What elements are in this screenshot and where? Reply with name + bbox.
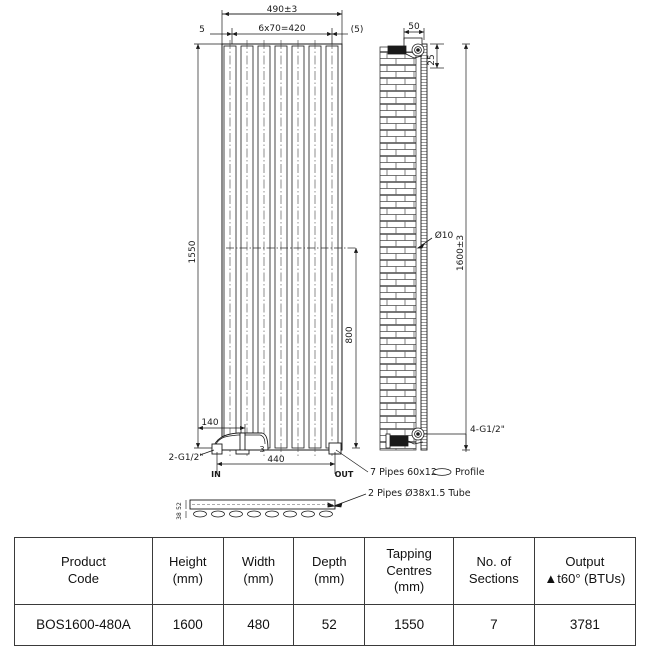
dim-overall-width [221,10,343,46]
cell-width: 480 [222,604,295,646]
dim-bottom-span [216,452,336,474]
dim-label-hole: Ø10 [435,230,454,241]
header-tapping-l2: Centres [386,562,432,578]
leader-profile-note [335,449,369,473]
header-product-code-l1: Product [61,554,106,570]
dim-tapping-centres [194,43,224,449]
cell-tapping-centres: 1550 [364,604,454,646]
header-product-code-l2: Code [67,571,99,586]
header-output-l2: ▲t60° (BTUs) [544,571,626,586]
dim-lower-height [352,248,360,449]
header-depth: Depth (mm) [293,537,366,605]
dim-depth-offset [403,28,425,40]
plan-leader-arrow [327,502,336,508]
bottom-manifold [211,432,269,455]
dim-label-depth-offset: 50 [408,22,420,32]
label-valve-right: 4-G1/2" [470,425,505,435]
header-width-l1: Width [241,554,276,570]
table-header-row: Product Code Height (mm) Width (mm) Dept… [14,537,637,605]
dim-label-lower-height: 800 [345,326,355,343]
front-view-group: 490±3 6x70=420 5 (5) [169,5,364,479]
dim-label-top-offset: 25 [427,54,437,65]
leader-valve-right [424,433,467,452]
header-depth-l2: (mm) [314,571,345,586]
dim-label-pitch: 6x70=420 [258,24,305,34]
top-bracket-assembly [387,37,425,59]
side-view-group: 50 25 Ø10 [379,22,505,452]
spec-table-container: Product Code Height (mm) Width (mm) Dept… [14,537,637,646]
dim-bottom-offset [198,424,246,436]
dim-label-plan-a: 52 [176,502,183,510]
dim-label-tapping-centres: 1550 [188,240,198,263]
header-height: Height (mm) [151,537,224,605]
dim-top-offset [430,43,444,69]
plan-view-group: 52 38 [176,499,336,520]
header-product-code: Product Code [14,537,153,605]
header-output-l1: Output [565,554,605,570]
dim-label-plan-b: 38 [176,512,183,520]
leader-hole [416,237,433,249]
plan-oval-row [193,510,333,518]
product-spec-table: Product Code Height (mm) Width (mm) Dept… [14,537,637,646]
cell-output: 3781 [533,604,637,646]
header-tapping-l3: (mm) [393,579,425,595]
cell-product-code: BOS1600-480A [14,604,153,646]
header-width: Width (mm) [222,537,295,605]
leader-tube-note [333,493,367,508]
dim-label-overall-height: 1600±3 [456,235,466,271]
header-depth-l1: Depth [311,554,347,570]
cell-depth: 52 [293,604,366,646]
dim-label-small-bracket: 3 [259,445,264,454]
header-sections-l1: No. of [476,554,512,570]
drawing-canvas: 490±3 6x70=420 5 (5) [169,5,505,520]
header-output: Output ▲t60° (BTUs) [533,537,637,605]
table-row: BOS1600-480A 1600 480 52 1550 7 3781 [14,604,637,646]
header-sections: No. of Sections [453,537,535,605]
header-height-l1: Height [168,554,207,570]
dim-label-left-edge: 5 [199,25,205,35]
dim-label-bottom-span: 440 [267,455,284,465]
dim-label-bottom-offset: 140 [201,418,218,428]
header-tapping-l1: Tapping [386,546,432,562]
radiator-technical-drawing: 490±3 6x70=420 5 (5) [169,5,505,520]
cell-height: 1600 [151,604,224,646]
note-profile: 7 Pipes 60x12 [370,467,437,478]
header-width-l2: (mm) [243,571,274,586]
cell-sections: 7 [453,604,535,646]
dim-label-right-edge: (5) [351,25,364,35]
note-tube: 2 Pipes Ø38x1.5 Tube [368,488,471,499]
dim-label-overall-width: 490±3 [267,5,297,15]
label-inlet: IN [211,470,221,479]
brick-wall [379,46,417,451]
label-valve-left: 2-G1/2" [169,453,204,463]
notes-group: 7 Pipes 60x12 Profile 2 Pipes Ø38x1.5 Tu… [333,449,485,508]
label-outlet: OUT [335,470,354,479]
oval-profile-icon [432,468,452,476]
header-tapping-centres: Tapping Centres (mm) [364,537,454,605]
header-sections-l2: Sections [468,571,519,586]
note-profile-tail: Profile [455,467,485,478]
header-height-l2: (mm) [172,571,203,586]
